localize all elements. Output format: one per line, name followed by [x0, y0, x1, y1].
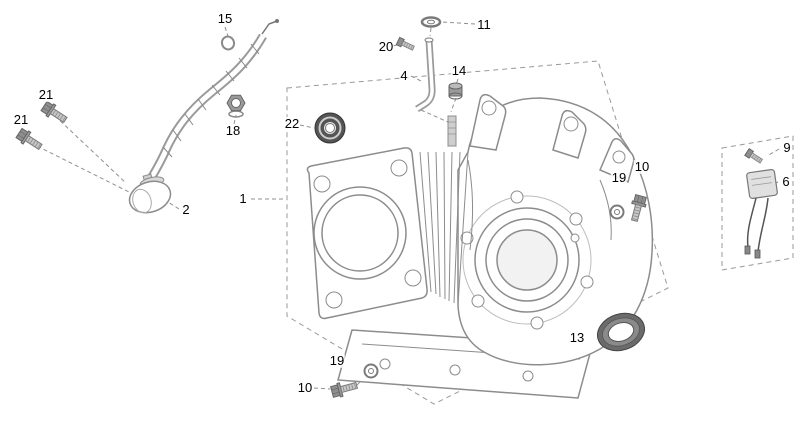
ball-bearing-22: [314, 112, 346, 144]
callout-10-right: 10: [633, 158, 651, 175]
washer-19-right: [609, 204, 625, 220]
callout-11: 11: [476, 16, 492, 33]
oil-filler-tube-4: [415, 37, 436, 112]
washer-11: [420, 16, 442, 28]
callout-13: 13: [568, 329, 586, 346]
cap-grommet-14: [448, 82, 463, 100]
callout-19-right: 19: [610, 169, 628, 186]
callout-9: 9: [782, 139, 792, 156]
callout-15: 15: [216, 10, 234, 27]
clip-ring-15: [220, 35, 236, 51]
callout-20: 20: [377, 38, 395, 55]
callout-6: 6: [781, 173, 791, 190]
oil-cup: [128, 173, 172, 214]
callout-21-lower: 21: [12, 111, 30, 128]
assembly-boundary-right: [721, 135, 794, 271]
callout-2: 2: [181, 201, 191, 218]
oil-alert-unit-6: [744, 168, 778, 259]
screw-9: [744, 148, 764, 166]
callout-4: 4: [399, 67, 409, 84]
dipstick-tube-assembly: [128, 19, 279, 214]
callout-1: 1: [238, 190, 248, 207]
bolt-21-upper: [39, 99, 70, 127]
screw-20: [395, 36, 416, 53]
assembly-boundary-main: [286, 60, 669, 405]
nut-18: [226, 94, 246, 118]
callout-10-bottom: 10: [296, 379, 314, 396]
callout-22: 22: [283, 115, 301, 132]
callout-14: 14: [450, 62, 468, 79]
engine-block: [306, 93, 654, 399]
oil-seal-13: [597, 312, 645, 352]
callout-21-upper: 21: [37, 86, 55, 103]
washer-19-bottom: [363, 363, 379, 379]
callout-18: 18: [224, 122, 242, 139]
bolt-21-lower: [14, 126, 45, 154]
callout-19-bottom: 19: [328, 352, 346, 369]
